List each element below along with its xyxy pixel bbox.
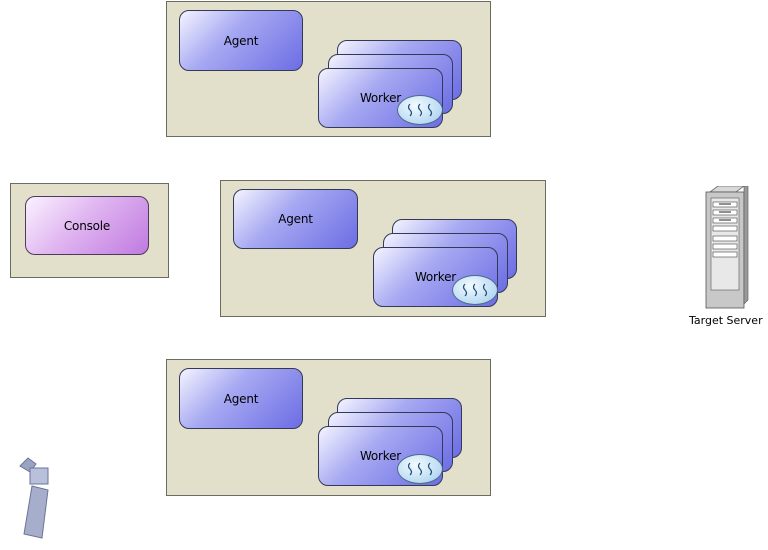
agent-group-panel-1: Agent Worker [166, 1, 491, 137]
agent-label: Agent [223, 33, 259, 48]
threads-icon [397, 454, 443, 484]
console-label: Console [63, 218, 111, 233]
g3-logo-icon [19, 457, 49, 539]
target-server[interactable]: Target Server [686, 186, 766, 332]
g3-logo [2, 456, 86, 546]
agent-label: Agent [278, 212, 313, 226]
agent-label: Agent [223, 391, 259, 406]
console-panel: Console [10, 183, 169, 278]
threads-icon [397, 95, 443, 125]
threads-icon [452, 275, 498, 305]
worker-label: Worker [359, 91, 402, 105]
agent-node[interactable]: Agent [179, 368, 303, 429]
agent-group-panel-2: Agent Worker [220, 180, 546, 317]
agent-node[interactable]: Agent [233, 189, 358, 249]
console-node[interactable]: Console [25, 196, 149, 255]
server-icon [705, 186, 749, 309]
agent-group-panel-3: Agent Worker [166, 359, 491, 496]
agent-node[interactable]: Agent [179, 10, 303, 71]
worker-label: Worker [359, 449, 402, 463]
server-label: Target Server [689, 314, 763, 327]
worker-label: Worker [414, 270, 457, 284]
